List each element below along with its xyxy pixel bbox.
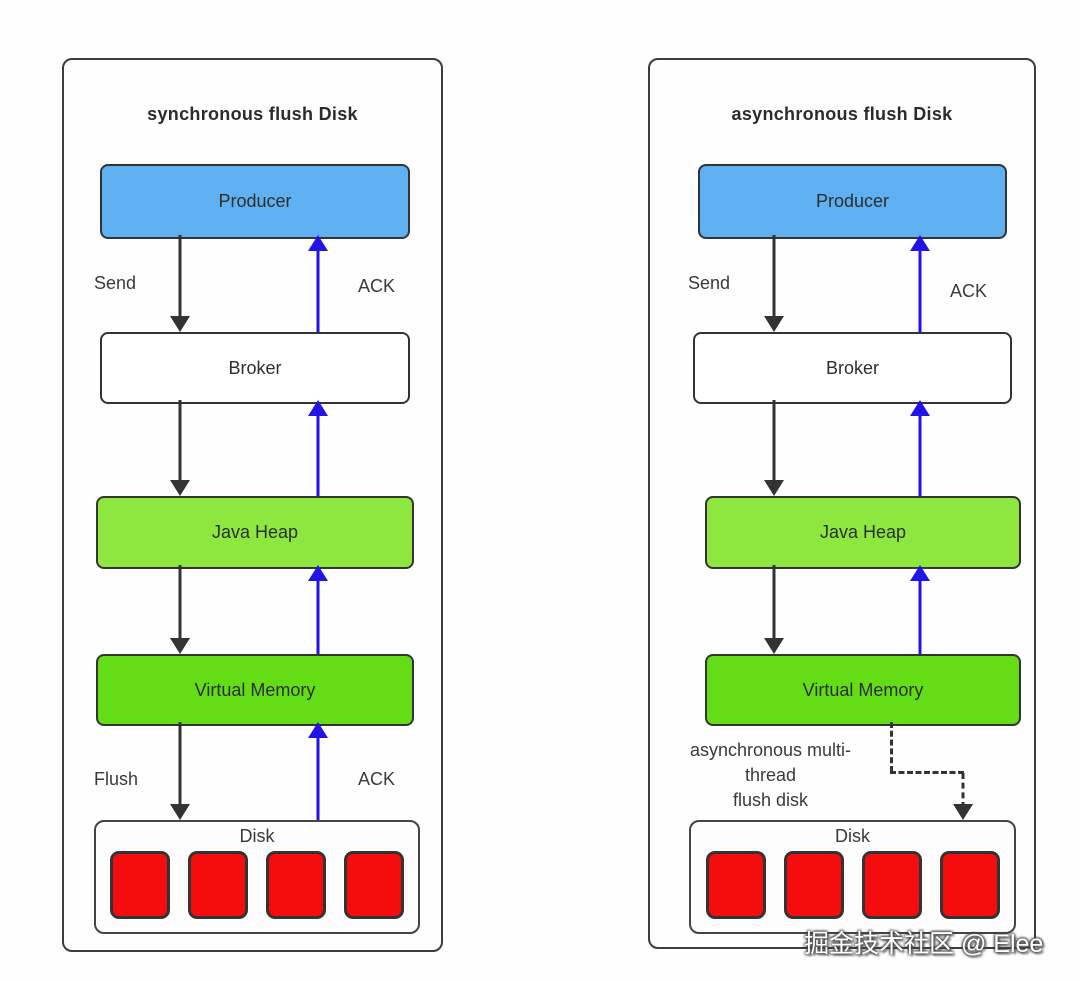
ack-arrow-memory-to-heap (910, 565, 930, 654)
node-disk-label: Disk (835, 826, 870, 846)
disk-block (783, 851, 844, 919)
async-flush-dashed-arrow (953, 773, 973, 820)
async-flush-note: asynchronous multi- thread flush disk (689, 740, 852, 810)
node-broker-label: Broker (228, 357, 282, 378)
disk-block (344, 851, 404, 919)
disk-block-row (691, 851, 1014, 919)
flow-arrow-heap-to-memory (170, 565, 190, 654)
node-producer: Producer (698, 164, 1007, 239)
flush-arrow-memory-to-disk (170, 722, 190, 820)
ack-upper-label: ACK (358, 276, 396, 296)
send-label: Send (688, 273, 731, 293)
send-arrow (170, 235, 190, 332)
ack-arrow-disk-to-memory (308, 722, 328, 820)
flow-arrow-broker-to-heap (170, 400, 190, 496)
node-producer-label: Producer (218, 191, 292, 211)
disk-block (939, 851, 1000, 919)
node-disk: Disk (689, 820, 1016, 934)
disk-block (188, 851, 248, 919)
ack-arrow-broker-to-producer (308, 235, 328, 332)
node-virtual-memory: Virtual Memory (705, 654, 1021, 726)
send-arrow (764, 235, 784, 332)
node-java-heap: Java Heap (705, 496, 1021, 569)
ack-arrow-broker-to-producer (910, 235, 930, 332)
ack-arrow-heap-to-broker (910, 400, 930, 496)
ack-arrow-heap-to-broker (308, 400, 328, 496)
disk-block (705, 851, 766, 919)
node-virtual-memory-label: Virtual Memory (194, 679, 316, 700)
ack-lower-label: ACK (358, 769, 396, 789)
node-broker-label: Broker (825, 357, 879, 378)
node-java-heap-label: Java Heap (819, 522, 907, 542)
node-producer: Producer (100, 164, 410, 239)
disk-block (861, 851, 922, 919)
flow-arrow-heap-to-memory (764, 565, 784, 654)
node-disk: Disk (94, 820, 420, 934)
panel-synchronous-flush: synchronous flush Disk Producer Send ACK… (62, 58, 443, 952)
ack-arrow-memory-to-heap (308, 565, 328, 654)
node-broker: Broker (693, 332, 1012, 404)
node-producer-label: Producer (815, 191, 890, 211)
disk-block (266, 851, 326, 919)
node-virtual-memory: Virtual Memory (96, 654, 414, 726)
watermark: 掘金技术社区 @ Elee (804, 930, 1044, 958)
send-label: Send (94, 273, 137, 293)
panel-title: asynchronous flush Disk (731, 104, 953, 124)
async-flush-dashed-line-horizontal (890, 771, 964, 774)
ack-upper-label: ACK (950, 281, 988, 301)
node-java-heap: Java Heap (96, 496, 414, 569)
disk-block (110, 851, 170, 919)
node-java-heap-label: Java Heap (211, 522, 299, 542)
disk-block-row (96, 851, 418, 919)
node-broker: Broker (100, 332, 410, 404)
panel-title: synchronous flush Disk (147, 104, 358, 124)
async-flush-dashed-line-vertical (890, 722, 893, 772)
flow-arrow-broker-to-heap (764, 400, 784, 496)
node-disk-label: Disk (239, 826, 275, 846)
flush-label: Flush (94, 769, 139, 789)
panel-asynchronous-flush: asynchronous flush Disk Producer Send AC… (648, 58, 1036, 949)
node-virtual-memory-label: Virtual Memory (802, 679, 924, 700)
